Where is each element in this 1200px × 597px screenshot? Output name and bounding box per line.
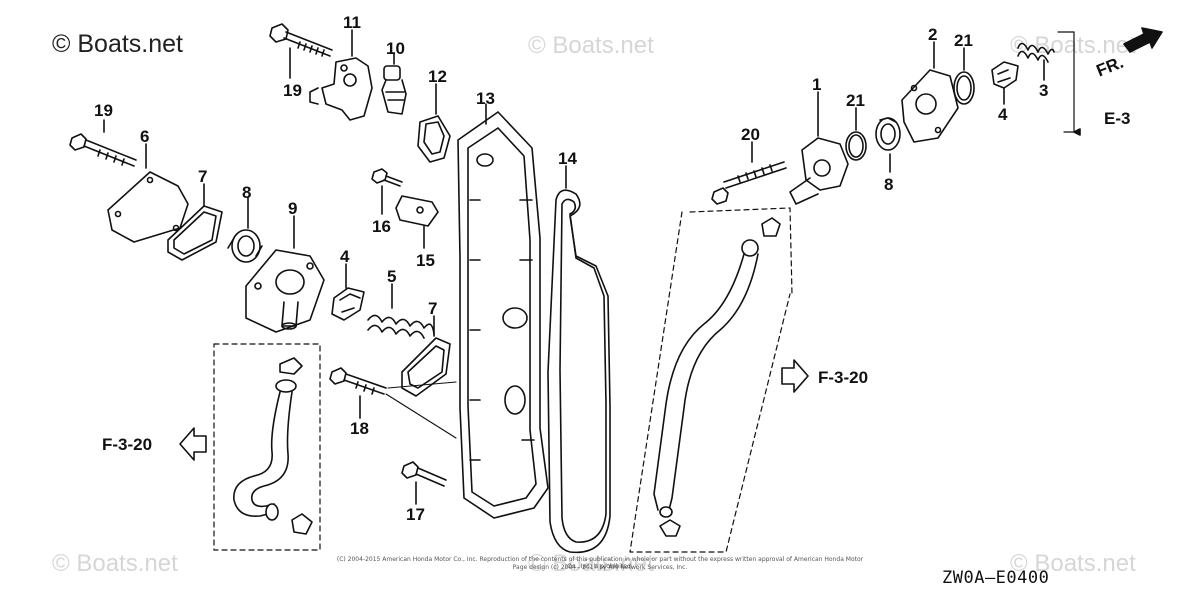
front-direction-label: FR. <box>1094 53 1127 81</box>
boats-net-watermark-faint: © Boats.net <box>1010 550 1136 577</box>
e-3-reference-line <box>1057 31 1081 136</box>
part-9-thermostat-housing <box>245 215 325 333</box>
copyright-notice: (C) 2004-2015 American Honda Motor Co., … <box>336 556 864 570</box>
part-2-plate <box>901 41 959 143</box>
diagram-code: ZW0A—E0400 <box>942 568 1050 588</box>
callout-13: 13 <box>476 89 495 108</box>
callout-16: 16 <box>372 217 391 236</box>
callout-10: 10 <box>386 39 405 58</box>
part-16-bolt <box>371 168 403 215</box>
part-4-valve-left <box>331 263 365 321</box>
reference-f-3-20-left: F-3-20 <box>102 435 152 454</box>
callout-8: 8 <box>884 175 893 194</box>
callout-14: 14 <box>558 149 577 168</box>
part-6-cover-plate <box>107 143 189 243</box>
boats-net-watermark-faint: © Boats.net <box>52 550 178 577</box>
callout-12: 12 <box>428 67 447 86</box>
callout-4: 4 <box>340 247 350 266</box>
callout-20: 20 <box>741 125 760 144</box>
callout-15: 15 <box>416 251 435 270</box>
callout-19: 19 <box>283 81 302 100</box>
boats-net-watermark-faint: © Boats.net <box>528 550 654 577</box>
callout-7: 7 <box>428 299 437 318</box>
part-13-cover <box>457 103 549 519</box>
part-4-valve-right <box>991 61 1019 105</box>
part-10-valve <box>381 53 407 115</box>
callout-1: 1 <box>812 75 821 94</box>
part-21-o-ring-middle <box>845 107 867 161</box>
part-8-seal-ring-right <box>875 117 901 173</box>
callout-7: 7 <box>198 167 207 186</box>
callout-5: 5 <box>387 267 396 286</box>
part-8-seal-ring-left <box>227 197 263 263</box>
callout-8: 8 <box>242 183 251 202</box>
callout-4: 4 <box>998 105 1008 124</box>
boats-net-watermark-faint: © Boats.net <box>528 32 654 59</box>
callout-18: 18 <box>350 419 369 438</box>
hose-assembly-right <box>629 207 793 553</box>
front-direction-arrow <box>1123 27 1163 53</box>
f-3-20-left-arrow <box>179 427 207 461</box>
callout-3: 3 <box>1039 81 1048 100</box>
hose-assembly-left <box>213 343 321 551</box>
callout-11: 11 <box>343 13 361 32</box>
part-5-spring <box>367 283 435 339</box>
part-7-gasket-left <box>167 183 223 261</box>
callout-19: 19 <box>94 101 113 120</box>
part-12-gasket <box>417 83 451 163</box>
part-21-o-ring-top <box>953 47 975 105</box>
callout-6: 6 <box>140 127 149 146</box>
callout-9: 9 <box>288 199 297 218</box>
callout-21: 21 <box>846 91 865 110</box>
callout-21: 21 <box>954 31 973 50</box>
boats-net-watermark: © Boats.net <box>52 30 183 58</box>
callout-2: 2 <box>928 25 937 44</box>
part-15-bracket <box>395 195 439 249</box>
part-7-gasket-middle <box>401 315 451 397</box>
part-20-bolt <box>711 141 787 205</box>
page-design-notice: Page design (c) 2004 - 2017 by ARI Netwo… <box>512 564 688 571</box>
part-19-bolt-left <box>69 119 137 167</box>
part-19-bolt-top <box>269 23 333 79</box>
part-3-spring <box>1017 42 1055 81</box>
part-1-housing <box>789 91 849 205</box>
part-14-seal <box>547 165 611 554</box>
reference-e-3: E-3 <box>1104 109 1130 128</box>
reference-f-3-20-right: F-3-20 <box>818 368 868 387</box>
part-18-bolt <box>329 367 457 439</box>
part-11-housing <box>309 29 373 121</box>
f-3-20-right-arrow <box>781 359 809 393</box>
callout-17: 17 <box>406 505 425 524</box>
part-17-bolt <box>401 461 447 505</box>
